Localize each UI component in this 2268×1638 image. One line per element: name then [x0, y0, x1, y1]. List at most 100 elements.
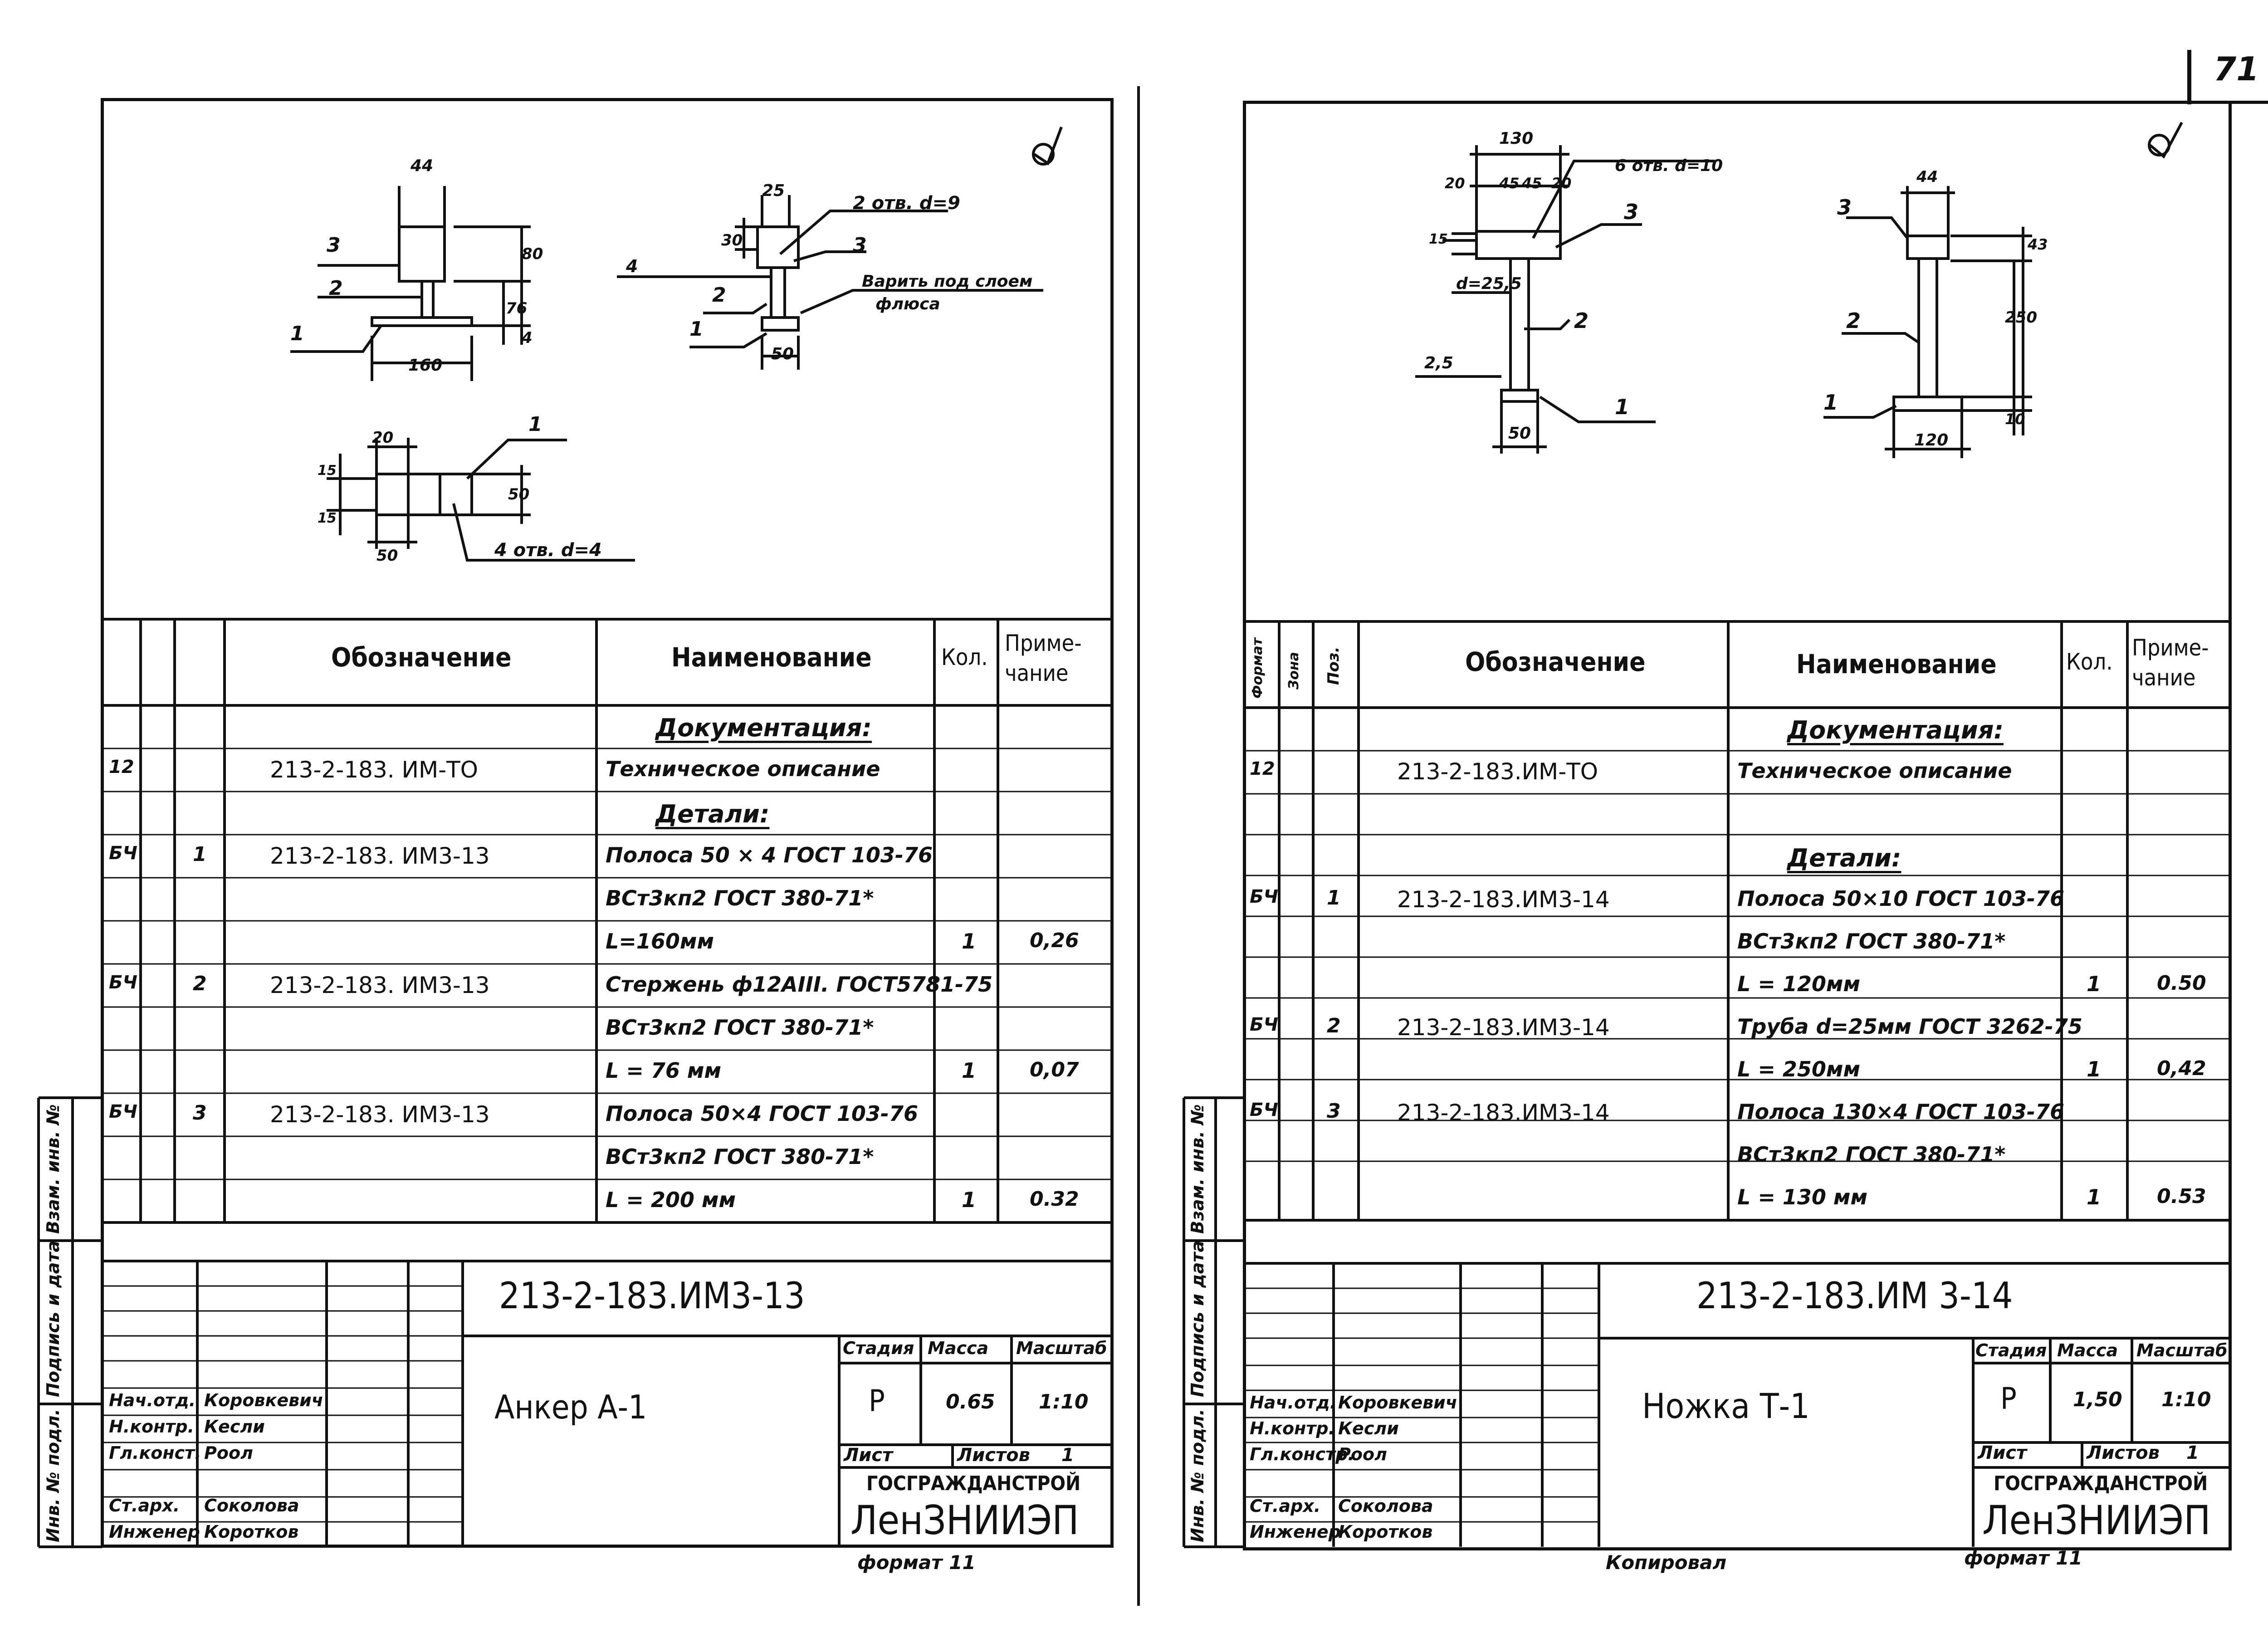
dim-250: 250	[2005, 308, 2037, 327]
sheets-label: Листов	[957, 1445, 1030, 1466]
row-note: 0,07	[1030, 1058, 1079, 1081]
pos-2-side: 2	[329, 277, 343, 300]
row-name: ВСт3кп2 ГОСТ 380-71*	[606, 886, 874, 910]
org-name-1: ГОСГРАЖДАНСТРОЙ	[1994, 1472, 2208, 1495]
header-name: Наименование	[1796, 649, 1997, 680]
row-position: 1	[193, 843, 207, 866]
person-name: Кесли	[204, 1417, 265, 1437]
note-6-holes: 6 отв. d=10	[1615, 156, 1723, 175]
row-qty: 1	[2087, 972, 2102, 996]
row-designation: 213-2-183.ИМ-ТО	[1397, 758, 1598, 785]
row-name: Детали:	[655, 800, 770, 828]
row-format: БЧ	[1250, 1014, 1278, 1035]
person-name: Кесли	[1338, 1418, 1399, 1438]
row-format: БЧ	[109, 843, 137, 864]
org-name-2: ЛенЗНИИЭП	[850, 1497, 1079, 1544]
row-note: 0.50	[2157, 972, 2206, 995]
row-format: БЧ	[109, 972, 137, 993]
row-name: Техническое описание	[1737, 758, 2012, 783]
dim-44: 44	[411, 156, 434, 175]
row-name: Документация:	[1787, 716, 2004, 744]
row-name: Документация:	[655, 714, 872, 742]
mass-label: Масса	[928, 1338, 989, 1358]
dim-45-a: 45	[1499, 175, 1520, 192]
row-format: 12	[109, 757, 134, 777]
item-name: Анкер А-1	[494, 1388, 647, 1426]
row-position: 3	[1327, 1100, 1341, 1123]
person-name: Коротков	[204, 1522, 299, 1542]
weld-4: 4	[626, 256, 638, 276]
row-designation: 213-2-183.ИМ3-14	[1397, 1014, 1610, 1041]
dim-15-bottom: 15	[318, 510, 337, 526]
row-name: Полоса 50 × 4 ГОСТ 103-76	[606, 843, 933, 867]
row-format: БЧ	[1250, 886, 1278, 907]
row-name: L = 76 мм	[606, 1058, 722, 1083]
row-name: ВСт3кп2 ГОСТ 380-71*	[606, 1144, 874, 1169]
pos-3-front: 3	[1837, 195, 1852, 220]
header-designation: Обозначение	[331, 642, 512, 673]
dim-15: 15	[1429, 231, 1448, 247]
row-designation: 213-2-183. ИМ3-13	[270, 1101, 490, 1128]
row-designation: 213-2-183.ИМ3-14	[1397, 886, 1610, 913]
dim-80: 80	[522, 245, 543, 263]
person-name: Соколова	[1338, 1496, 1433, 1516]
page-number: 71	[2214, 50, 2259, 88]
pos-1-side: 1	[1615, 395, 1630, 419]
person-role: Н.контр.	[109, 1417, 195, 1437]
mass-value: 0.65	[946, 1390, 995, 1413]
org-name-2: ЛенЗНИИЭП	[1982, 1497, 2211, 1544]
sheets-label: Листов	[2087, 1442, 2160, 1463]
row-designation: 213-2-183. ИМ3-13	[270, 972, 490, 998]
row-name: ВСт3кп2 ГОСТ 380-71*	[1737, 929, 2006, 953]
pos-1-front: 1	[1823, 390, 1838, 415]
dim-25: 25	[762, 181, 785, 200]
mass-value: 1,50	[2073, 1388, 2122, 1411]
scale-value: 1:10	[2161, 1388, 2211, 1411]
person-role: Инженер	[109, 1522, 200, 1542]
dim-20-right: 20	[1551, 175, 1572, 192]
dim-4: 4	[522, 329, 533, 347]
row-name: ВСт3кп2 ГОСТ 380-71*	[1737, 1142, 2006, 1167]
dim-50-plan-height: 50	[508, 485, 530, 504]
sheets-value: 1	[2186, 1442, 2199, 1463]
header-designation: Обозначение	[1465, 646, 1646, 677]
header-name: Наименование	[671, 642, 872, 673]
row-note: 0,26	[1030, 929, 1079, 952]
left-frame	[101, 98, 1114, 1548]
dim-d25: d=25,5	[1456, 274, 1522, 293]
row-name: L = 250мм	[1737, 1057, 1861, 1081]
pos-1-side: 1	[290, 322, 304, 345]
row-name: ВСт3кп2 ГОСТ 380-71*	[606, 1015, 874, 1040]
row-note: 0.53	[2157, 1185, 2206, 1208]
row-name: Полоса 130×4 ГОСТ 103-76	[1737, 1100, 2064, 1124]
stage-label: Стадия	[1975, 1340, 2047, 1360]
person-name: Коровкевич	[204, 1390, 323, 1410]
item-name: Ножка Т-1	[1642, 1386, 1810, 1426]
dim-45-b: 45	[1522, 175, 1542, 192]
left-title-block-grid	[102, 1261, 1112, 1547]
stage-value: Р	[869, 1384, 885, 1418]
doc-code: 213-2-183.ИМ 3-14	[1696, 1275, 2013, 1317]
pos-3-side: 3	[1624, 200, 1639, 224]
pos-3-front: 3	[853, 234, 867, 257]
dim-130-top: 130	[1499, 129, 1534, 148]
scale-label: Масштаб	[2136, 1340, 2228, 1360]
person-name: Роол	[204, 1443, 253, 1463]
row-format: 12	[1250, 758, 1275, 779]
pos-2-front: 2	[712, 284, 726, 307]
row-name: Техническое описание	[606, 757, 880, 781]
row-qty: 1	[2087, 1057, 2102, 1081]
row-designation: 213-2-183. ИМ3-13	[270, 843, 490, 869]
org-name-1: ГОСГРАЖДАНСТРОЙ	[866, 1472, 1081, 1495]
dim-44: 44	[1916, 168, 1938, 186]
left-table-grid	[102, 618, 1112, 1262]
pos-2-front: 2	[1846, 308, 1861, 333]
row-qty: 1	[962, 929, 977, 953]
row-name: L=160мм	[606, 929, 714, 953]
pos-1-plan: 1	[528, 413, 543, 436]
doc-code: 213-2-183.ИМ3-13	[499, 1275, 805, 1317]
dim-30: 30	[721, 231, 743, 249]
row-position: 2	[1327, 1014, 1341, 1037]
person-role: Ст.арх.	[109, 1496, 180, 1516]
